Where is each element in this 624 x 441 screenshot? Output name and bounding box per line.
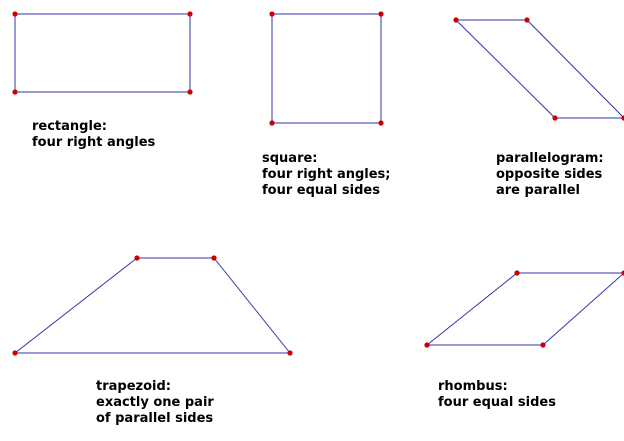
rectangle-vertex-point: [187, 89, 193, 95]
parallelogram-label-line: are parallel: [496, 183, 580, 198]
rectangle-shape: [12, 11, 193, 95]
rectangle-label-line: four right angles: [32, 135, 156, 150]
square-vertex-point: [269, 11, 275, 17]
parallelogram-vertex-point: [524, 17, 530, 23]
rhombus-vertex-point: [514, 270, 520, 276]
parallelogram-label-line: parallelogram:: [496, 151, 604, 166]
trapezoid-shape: [12, 255, 293, 356]
rectangle-label: rectangle: four right angles: [32, 119, 155, 151]
trapezoid-label-line: of parallel sides: [96, 411, 214, 426]
parallelogram-vertex-point: [621, 115, 624, 121]
trapezoid-edge: [14, 257, 138, 354]
square-vertex-point: [378, 11, 384, 17]
square-vertex-point: [378, 120, 384, 126]
parallelogram-label: parallelogram: opposite sides are parall…: [496, 151, 604, 199]
trapezoid-label-line: trapezoid:: [96, 379, 171, 394]
rhombus-edge: [542, 272, 624, 346]
rhombus-label-line: four equal sides: [438, 395, 556, 410]
square-label-line: four right angles;: [262, 167, 391, 182]
rhombus-vertex-point: [424, 342, 430, 348]
rhombus-vertex-point: [540, 342, 546, 348]
parallelogram-edge: [455, 19, 556, 119]
trapezoid-edge: [213, 257, 291, 354]
parallelogram-vertex-point: [552, 115, 558, 121]
rhombus-shape: [424, 270, 624, 348]
rectangle-vertex-point: [12, 11, 18, 17]
trapezoid-vertex-point: [287, 350, 293, 356]
parallelogram-vertex-point: [453, 17, 459, 23]
trapezoid-vertex-point: [12, 350, 18, 356]
parallelogram-label-line: opposite sides: [496, 167, 603, 182]
trapezoid-vertex-point: [211, 255, 217, 261]
square-label-line: square:: [262, 151, 318, 166]
rhombus-edge: [426, 272, 518, 346]
square-vertex-point: [269, 120, 275, 126]
parallelogram-edge: [526, 19, 624, 119]
square-label-line: four equal sides: [262, 183, 380, 198]
parallelogram-shape: [453, 17, 624, 121]
trapezoid-label: trapezoid: exactly one pair of parallel …: [96, 379, 214, 427]
trapezoid-vertex-point: [134, 255, 140, 261]
rhombus-label: rhombus: four equal sides: [438, 379, 556, 411]
rectangle-label-line: rectangle:: [32, 119, 107, 134]
square-label: square: four right angles; four equal si…: [262, 151, 391, 199]
rectangle-vertex-point: [187, 11, 193, 17]
rectangle-vertex-point: [12, 89, 18, 95]
rhombus-label-line: rhombus:: [438, 379, 508, 394]
rhombus-vertex-point: [621, 270, 624, 276]
square-shape: [269, 11, 384, 126]
trapezoid-label-line: exactly one pair: [96, 395, 214, 410]
